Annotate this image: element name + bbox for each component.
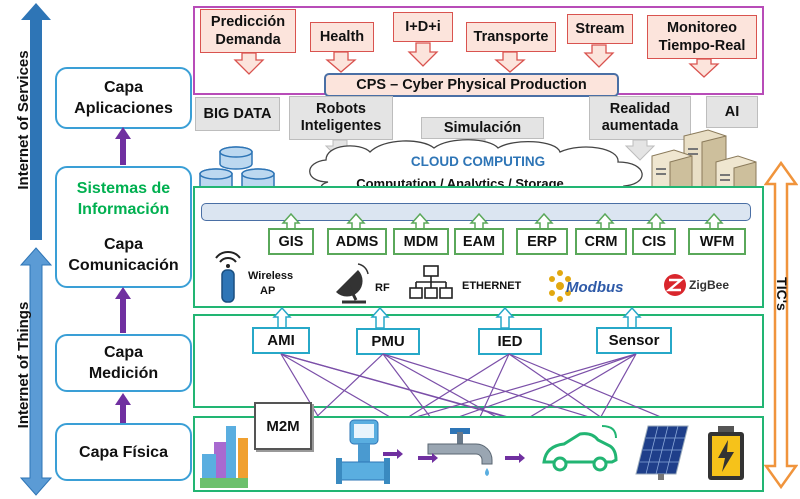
- meter-sensor: Sensor: [596, 327, 672, 354]
- flow-meter-icon: [336, 419, 390, 484]
- service-health-label: Health: [319, 29, 365, 45]
- system-gis: GIS: [268, 228, 314, 255]
- m2m-label: M2M: [266, 417, 300, 435]
- system-mdm: MDM: [393, 228, 449, 255]
- service-monitoreo: Monitoreo Tiempo-Real: [647, 15, 757, 59]
- service-prediccion-demanda: Predicción Demanda: [200, 9, 296, 53]
- rf-antenna-icon: [336, 263, 369, 304]
- service-prediccion-line2: Demanda: [215, 32, 281, 48]
- wireless-ap-icon: [215, 251, 241, 303]
- robots-line1: Robots: [316, 101, 366, 117]
- system-erp-label: ERP: [527, 233, 557, 250]
- system-mdm-label: MDM: [403, 233, 439, 250]
- service-idi-label: I+D+i: [405, 19, 441, 35]
- ai-box: AI: [706, 96, 758, 128]
- internet-of-services-label: Internet of Services: [15, 50, 32, 190]
- city-buildings-icon: [200, 426, 248, 488]
- layer-comunicacion-line1: Capa: [103, 236, 144, 253]
- service-stream-label: Stream: [575, 21, 625, 37]
- rf-label: RF: [375, 282, 390, 294]
- service-monitoreo-line1: Monitoreo: [666, 20, 738, 36]
- vertical-axis-arrows: [19, 3, 53, 496]
- meter-pmu: PMU: [356, 328, 420, 355]
- simulacion-box: Simulación: [421, 117, 544, 139]
- service-stream: Stream: [567, 14, 633, 44]
- meter-pmu-label: PMU: [371, 333, 405, 350]
- layer-sistemas-line2: Información: [77, 201, 170, 218]
- service-idi: I+D+i: [393, 12, 453, 42]
- wireless-label-line1: Wireless: [248, 270, 294, 282]
- layer-aplicaciones-line1: Capa: [103, 79, 144, 96]
- layer-medicion: Capa Medición: [55, 334, 192, 392]
- water-faucet-icon: [427, 428, 493, 476]
- physical-flow-arrows: [383, 449, 525, 463]
- meter-ami-label: AMI: [267, 332, 295, 349]
- layer-fisica-label: Capa Física: [79, 443, 168, 461]
- systems-arrows: [281, 212, 724, 233]
- meter-ied-label: IED: [497, 333, 523, 350]
- simulacion-label: Simulación: [443, 119, 522, 136]
- wireless-label-line2: AP: [260, 285, 276, 297]
- system-crm-label: CRM: [584, 233, 618, 250]
- modbus-label: Modbus: [566, 279, 624, 296]
- layer-comunicacion-line2: Comunicación: [68, 257, 179, 274]
- ai-label: AI: [724, 103, 740, 120]
- m2m-box: M2M: [254, 402, 312, 450]
- system-adms: ADMS: [327, 228, 387, 255]
- battery-icon: [708, 426, 744, 480]
- service-transporte: Transporte: [466, 22, 556, 52]
- system-eam-label: EAM: [462, 233, 496, 250]
- service-prediccion-line1: Predicción: [210, 14, 286, 30]
- system-cis: CIS: [632, 228, 676, 255]
- service-monitoreo-line2: Tiempo-Real: [658, 38, 746, 54]
- robots-line2: Inteligentes: [300, 118, 382, 134]
- cps-bar: CPS – Cyber Physical Production: [324, 73, 619, 97]
- cloud-computing-title: CLOUD COMPUTING: [410, 154, 546, 169]
- layer-flow-arrows: [115, 127, 131, 423]
- meter-ami: AMI: [252, 327, 310, 354]
- service-health: Health: [310, 22, 374, 52]
- realidad-line1: Realidad: [609, 101, 671, 117]
- modbus-icon: [549, 270, 571, 302]
- electric-car-icon: [542, 425, 618, 472]
- layer-medicion-line2: Medición: [88, 365, 159, 382]
- tics-label: TIC's: [774, 277, 790, 311]
- ethernet-icon: [409, 265, 453, 299]
- layer-aplicaciones: Capa Aplicaciones: [55, 67, 192, 129]
- layer-aplicaciones-line2: Aplicaciones: [74, 100, 173, 117]
- service-arrows: [233, 42, 720, 78]
- layer-fisica: Capa Física: [55, 423, 192, 481]
- system-wfm-label: WFM: [699, 233, 735, 250]
- system-eam: EAM: [454, 228, 504, 255]
- layer-sistemas-comunicacion: Sistemas de Información Capa Comunicació…: [55, 166, 192, 288]
- internet-of-things-label: Internet of Things: [15, 301, 32, 429]
- zigbee-label: ZigBee: [689, 278, 730, 292]
- solar-panel-icon: [635, 425, 689, 480]
- system-adms-label: ADMS: [335, 233, 379, 250]
- realidad-line2: aumentada: [601, 118, 679, 134]
- system-wfm: WFM: [688, 228, 746, 255]
- ethernet-label: ETHERNET: [462, 280, 522, 292]
- tics-arrow: [764, 160, 798, 490]
- big-data-box: BIG DATA: [195, 97, 280, 131]
- layer-sistemas-line1: Sistemas de: [76, 180, 171, 197]
- robots-box: Robots Inteligentes: [289, 96, 393, 140]
- service-transporte-label: Transporte: [473, 29, 549, 45]
- big-data-label: BIG DATA: [203, 105, 272, 122]
- meter-arrows: [272, 306, 642, 329]
- cps-label: CPS – Cyber Physical Production: [356, 77, 587, 93]
- zigbee-icon: [664, 274, 686, 296]
- system-crm: CRM: [575, 228, 627, 255]
- system-erp: ERP: [516, 228, 568, 255]
- layer-medicion-line1: Capa: [103, 344, 144, 361]
- system-cis-label: CIS: [641, 233, 667, 250]
- meter-sensor-label: Sensor: [608, 332, 660, 349]
- system-gis-label: GIS: [278, 233, 304, 250]
